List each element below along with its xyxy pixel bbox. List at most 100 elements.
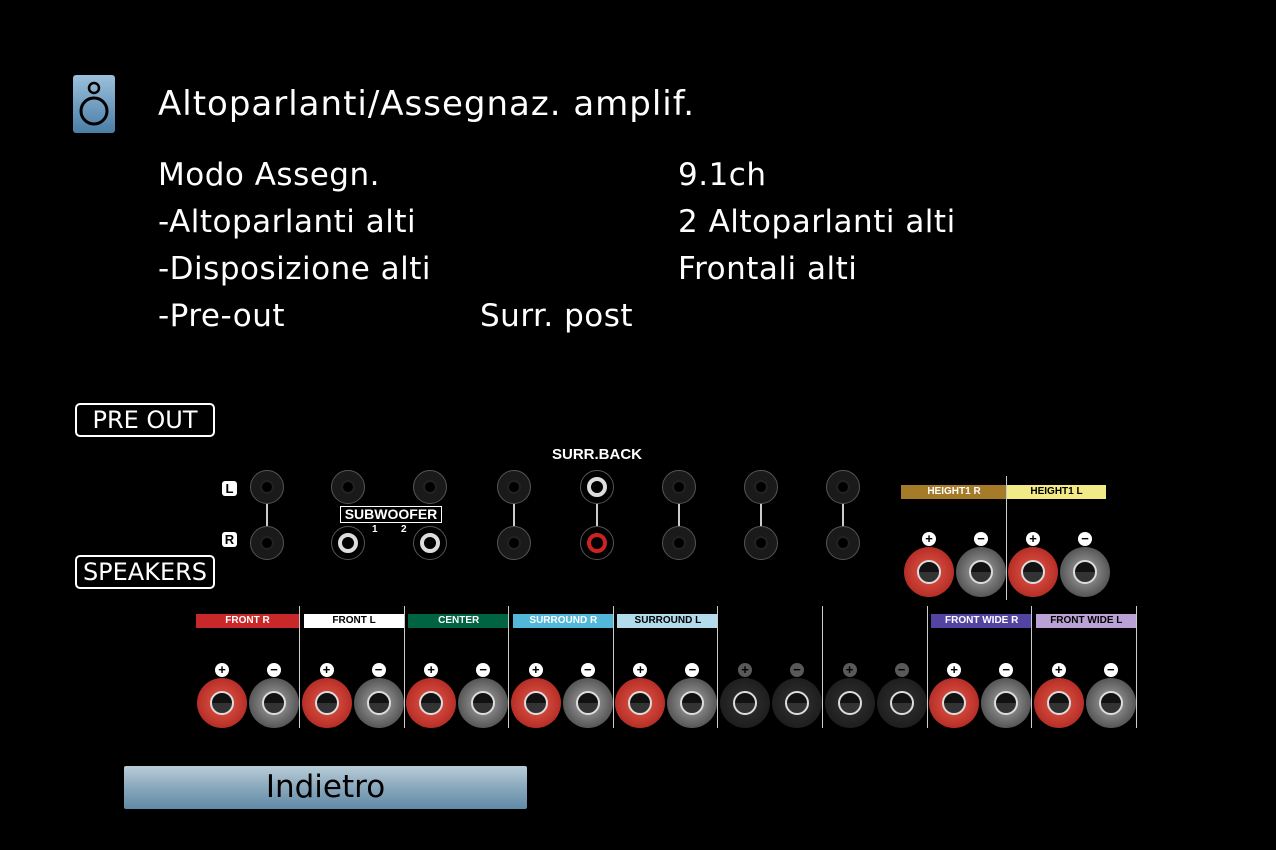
rca-jack-bottom: [250, 526, 284, 560]
rca-jack-top: [413, 470, 447, 504]
setting-value: Surr. post: [480, 298, 634, 334]
channel-label-height: HEIGHT1 R: [901, 485, 1007, 499]
setting-label: -Pre-out: [158, 298, 286, 334]
divider-line: [926, 606, 928, 728]
setting-label: -Altoparlanti alti: [158, 204, 417, 240]
connector-line: [266, 504, 268, 526]
subwoofer-1-label: 1: [372, 524, 378, 535]
right-badge: R: [222, 532, 237, 547]
divider-line: [403, 606, 405, 728]
divider-line: [299, 606, 300, 728]
minus-icon: −: [790, 663, 804, 677]
positive-terminal: [904, 547, 954, 597]
plus-icon: +: [922, 532, 936, 546]
page-title: Altoparlanti/Assegnaz. amplif.: [158, 84, 696, 124]
minus-icon: −: [1103, 663, 1118, 677]
rca-jack-top: [744, 470, 778, 504]
plus-icon: +: [1026, 532, 1040, 546]
plus-icon: +: [424, 663, 439, 677]
rca-jack-bottom: [331, 526, 365, 560]
divider-line: [612, 606, 614, 728]
positive-terminal: [301, 678, 352, 728]
divider-line: [1135, 606, 1137, 728]
plus-icon: +: [1051, 663, 1066, 677]
positive-terminal: [720, 678, 770, 728]
rca-jack-bottom: [580, 526, 614, 560]
setting-value: Frontali alti: [678, 251, 858, 287]
negative-terminal: [876, 678, 927, 728]
negative-terminal: [458, 678, 509, 728]
plus-icon: +: [633, 663, 648, 677]
connector-line: [596, 504, 598, 526]
positive-terminal: [824, 678, 875, 728]
positive-terminal: [197, 678, 247, 728]
negative-terminal: [956, 547, 1006, 597]
minus-icon: −: [580, 663, 595, 677]
divider-line: [717, 606, 719, 728]
positive-terminal: [1033, 678, 1084, 728]
channel-label: FRONT R: [196, 614, 299, 628]
minus-icon: −: [974, 532, 988, 546]
positive-terminal: [406, 678, 457, 728]
channel-label: SURROUND L: [617, 614, 719, 628]
plus-icon: +: [738, 663, 752, 677]
surr-back-label: SURR.BACK: [552, 446, 642, 463]
setting-value: 9.1ch: [678, 157, 767, 193]
rca-jack-bottom: [497, 526, 531, 560]
setting-value: 2 Altoparlanti alti: [678, 204, 956, 240]
connector-line: [678, 504, 680, 526]
negative-terminal: [981, 678, 1032, 728]
channel-label: SURROUND R: [512, 614, 614, 628]
negative-terminal: [562, 678, 613, 728]
channel-label: FRONT L: [303, 614, 405, 628]
back-button[interactable]: Indietro: [124, 766, 527, 809]
setting-label: Modo Assegn.: [158, 157, 380, 193]
minus-icon: −: [685, 663, 700, 677]
channel-label: CENTER: [408, 614, 510, 628]
speaker-icon: [73, 75, 115, 133]
negative-terminal: [667, 678, 718, 728]
positive-terminal: [929, 678, 980, 728]
plus-icon: +: [947, 663, 962, 677]
minus-icon: −: [476, 663, 491, 677]
negative-terminal: [772, 678, 822, 728]
positive-terminal: [510, 678, 561, 728]
rca-jack-top: [331, 470, 365, 504]
rca-jack-bottom: [826, 526, 860, 560]
negative-terminal: [1060, 547, 1110, 597]
channel-label: FRONT WIDE L: [1035, 614, 1137, 628]
plus-icon: +: [842, 663, 857, 677]
rca-jack-bottom: [413, 526, 447, 560]
plus-icon: +: [215, 663, 229, 677]
minus-icon: −: [1078, 532, 1092, 546]
plus-icon: +: [528, 663, 543, 677]
connector-line: [513, 504, 515, 526]
channel-label: FRONT WIDE R: [931, 614, 1033, 628]
rca-jack-top: [497, 470, 531, 504]
positive-terminal: [615, 678, 666, 728]
divider-line: [822, 606, 823, 728]
connector-line: [760, 504, 762, 526]
plus-icon: +: [319, 663, 334, 677]
divider-line: [1031, 606, 1033, 728]
negative-terminal: [1085, 678, 1136, 728]
rca-jack-top: [580, 470, 614, 504]
rca-jack-top: [662, 470, 696, 504]
divider-line: [508, 606, 510, 728]
rca-jack-top: [250, 470, 284, 504]
minus-icon: −: [894, 663, 909, 677]
subwoofer-2-label: 2: [401, 524, 407, 535]
rca-jack-top: [826, 470, 860, 504]
channel-label-height: HEIGHT1 L: [1007, 485, 1106, 499]
negative-terminal: [249, 678, 299, 728]
pre-out-label: PRE OUT: [75, 403, 215, 437]
rca-jack-bottom: [744, 526, 778, 560]
subwoofer-label: SUBWOOFER: [340, 506, 442, 523]
setting-label: -Disposizione alti: [158, 251, 432, 287]
divider-line: [1006, 476, 1007, 600]
minus-icon: −: [371, 663, 386, 677]
positive-terminal: [1008, 547, 1058, 597]
minus-icon: −: [999, 663, 1014, 677]
rca-jack-bottom: [662, 526, 696, 560]
left-badge: L: [222, 481, 237, 496]
